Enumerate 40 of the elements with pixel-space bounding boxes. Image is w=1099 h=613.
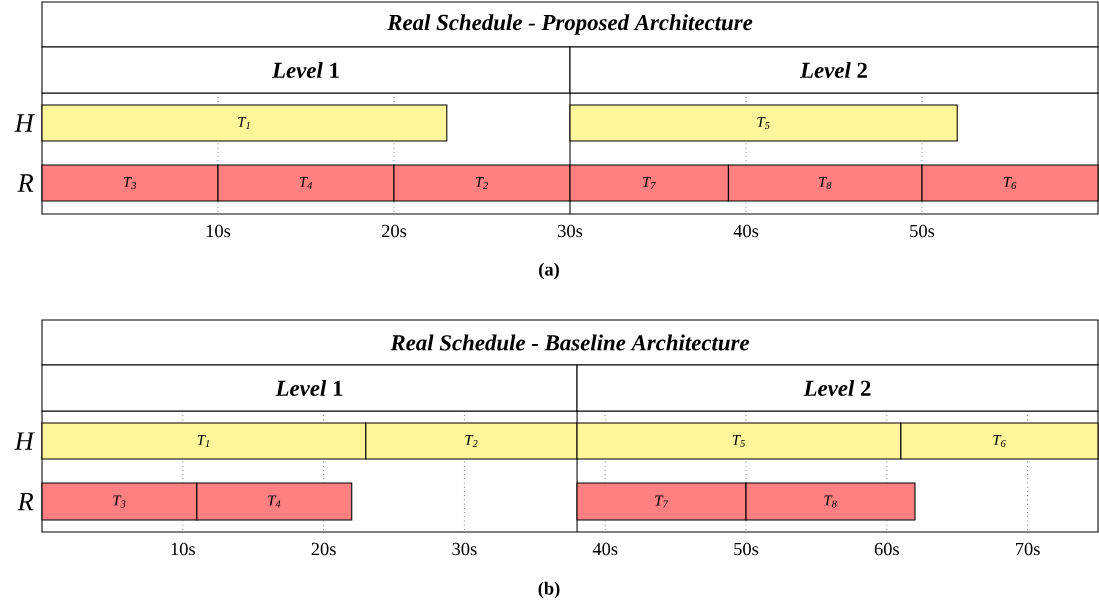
task-bar: T$_{5}$ [569, 104, 958, 142]
tick-label: 20s [311, 542, 336, 556]
tick-label: 30s [558, 224, 583, 238]
tick-label: 70s [1016, 542, 1040, 556]
task-bar: T$_{1}$ [41, 104, 448, 142]
tick-label: 20s [382, 224, 407, 238]
title-band: Real Schedule - Proposed Architecture [41, 1, 1099, 48]
task-bar: T$_{7}$ [569, 164, 729, 202]
task-bar: T$_{8}$ [745, 482, 916, 521]
tick-label: 10s [171, 542, 195, 556]
level-band: Level 2 [569, 46, 1099, 94]
level-band: Level 1 [41, 46, 571, 94]
task-bar: T$_{4}$ [217, 164, 395, 202]
task-bar: T$_{1}$ [41, 422, 367, 460]
caption: (a) [539, 262, 559, 280]
tick-label: 50s [734, 542, 759, 556]
tick-label: 50s [910, 224, 935, 238]
task-bar: T$_{5}$ [576, 422, 902, 460]
task-bar: T$_{6}$ [921, 164, 1099, 202]
tick-label: 60s [874, 542, 899, 556]
tick-label: 30s [452, 542, 477, 556]
task-bar: T$_{4}$ [196, 482, 353, 521]
row-label: H [14, 432, 35, 450]
tick-label: 10s [206, 224, 231, 238]
level-band: Level 2 [576, 364, 1099, 412]
level-band: Level 1 [41, 364, 578, 412]
tick-label: 40s [592, 542, 618, 556]
row-label: R [17, 174, 34, 192]
title-band: Real Schedule - Baseline Architecture [41, 319, 1099, 366]
tick-label: 40s [733, 224, 759, 238]
task-bar: T$_{7}$ [576, 482, 747, 521]
caption: (b) [538, 581, 560, 599]
task-bar: T$_{6}$ [900, 422, 1099, 460]
task-bar: T$_{3}$ [41, 164, 219, 202]
task-bar: T$_{2}$ [393, 164, 571, 202]
row-label: H [14, 114, 35, 132]
task-bar: T$_{3}$ [41, 482, 198, 521]
task-bar: T$_{2}$ [365, 422, 578, 460]
task-bar: T$_{8}$ [727, 164, 923, 202]
row-label: R [17, 492, 34, 511]
